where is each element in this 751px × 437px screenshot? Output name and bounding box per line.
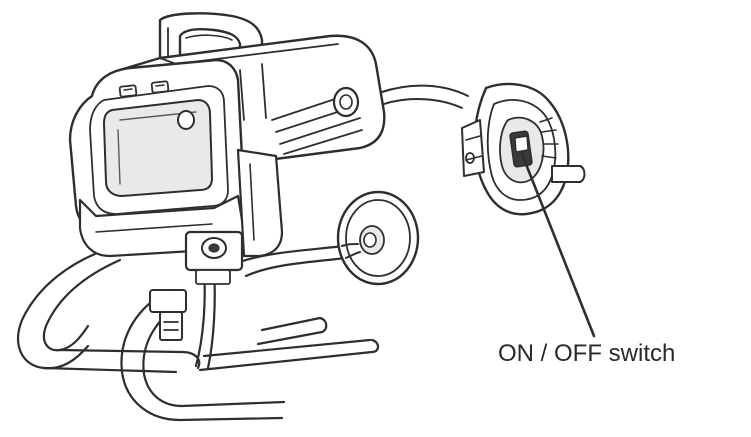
on-off-switch-label: ON / OFF switch [498, 340, 676, 367]
sprayer-frame [17, 244, 380, 422]
callout-leader-line [520, 152, 596, 338]
switch-detail [461, 82, 586, 216]
power-cord [381, 84, 469, 109]
sprayer-body [68, 12, 386, 285]
wheel [336, 190, 420, 286]
